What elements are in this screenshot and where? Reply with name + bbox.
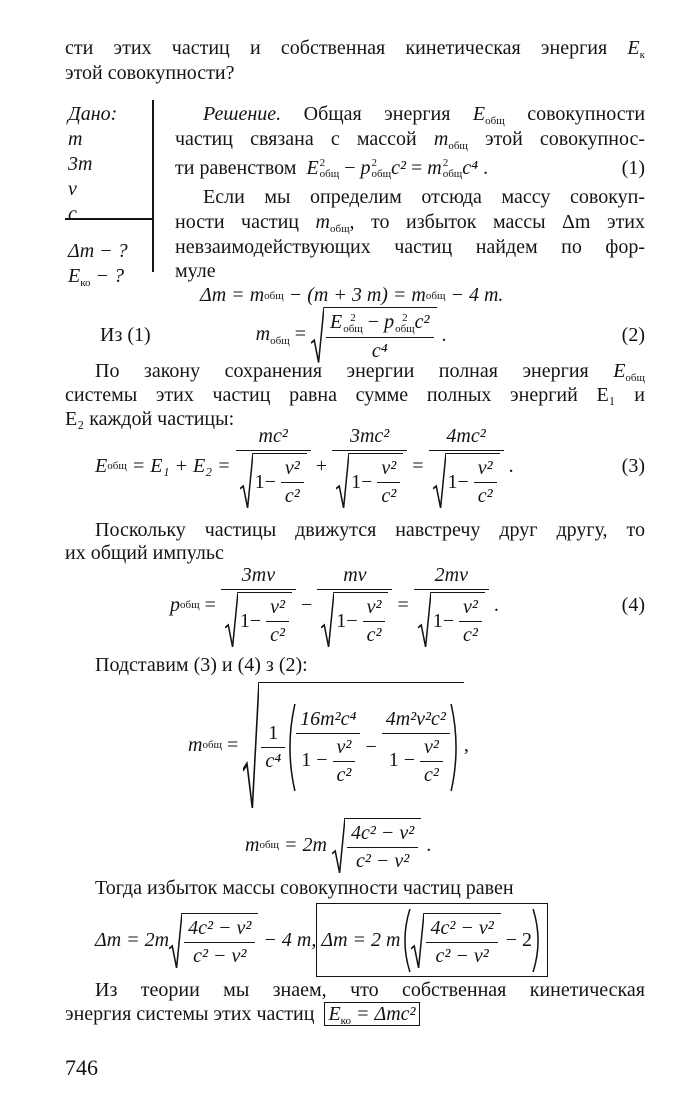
solution-text: Решение. Общая энергия Eобщ совокупности… xyxy=(175,103,646,282)
given-item: m xyxy=(68,128,83,150)
given-title: Дано: xyxy=(68,103,118,125)
paragraph-kinetic: Из теории мы знаем, что собственная кине… xyxy=(65,979,645,1027)
equation-number: (4) xyxy=(621,593,645,616)
intro-line-2: этой совокупности? xyxy=(65,62,235,84)
page-number: 746 xyxy=(65,1055,98,1080)
answer-box-e-ko: Eко = Δmc² xyxy=(324,1002,420,1027)
find-delta-m: Δm − ? xyxy=(68,240,128,262)
excess-mass-text: Тогда избыток массы совокупности частиц … xyxy=(95,877,514,899)
given-block: Дано: m 3m v c Δm − ? Eко − ? xyxy=(68,103,128,289)
given-divider-vertical xyxy=(152,100,154,272)
paragraph-momentum: Поскольку частицы движутся навстречу дру… xyxy=(65,519,645,564)
given-item: v xyxy=(68,178,77,200)
given-item: c xyxy=(68,203,77,225)
substitute-text: Подставим (3) и (4) з (2): xyxy=(95,654,308,676)
paragraph-energy: По закону сохранения энергии полная энер… xyxy=(65,360,645,430)
given-item: 3m xyxy=(68,153,93,175)
given-divider-horizontal xyxy=(65,218,153,220)
find-e-ko: − ? xyxy=(95,265,125,287)
equation-number: (3) xyxy=(621,454,645,477)
equation-number: (1) xyxy=(621,157,645,179)
equation-number: (2) xyxy=(621,323,645,346)
intro-line-1: сти этих частиц и собственная кинетическ… xyxy=(65,37,608,59)
